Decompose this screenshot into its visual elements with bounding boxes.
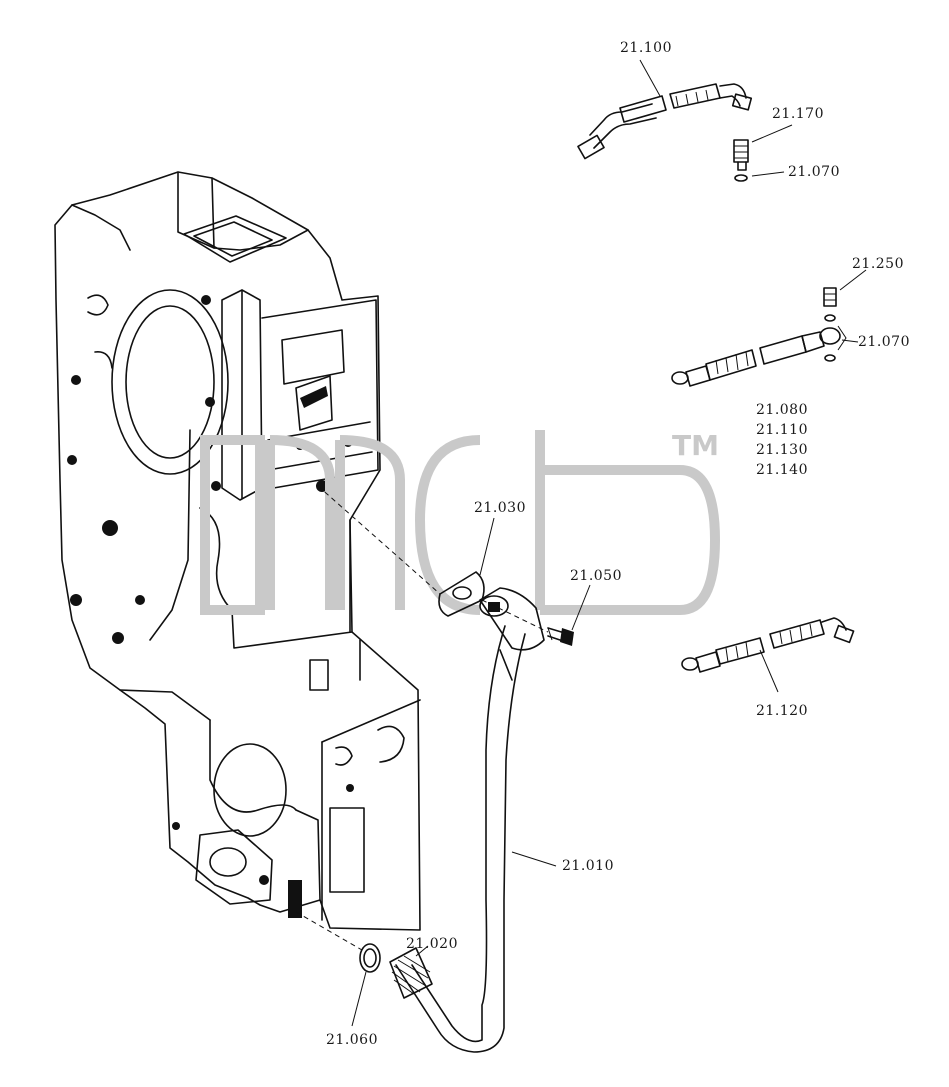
watermark-logo: TM: [200, 429, 721, 615]
callout-21-070-mid: 21.070: [858, 334, 910, 350]
callout-21-100: 21.100: [620, 40, 672, 56]
callout-21-050: 21.050: [570, 568, 622, 584]
fitting-21-250: [823, 287, 847, 362]
leader-lines: [351, 59, 867, 1027]
callout-21-170: 21.170: [772, 106, 824, 122]
watermark-tm: TM: [672, 429, 719, 462]
o-ring-21-060: [359, 943, 381, 973]
callout-labels: 21.100 21.170 21.070 21.250 21.070 21.08…: [326, 40, 910, 1048]
hose-21-100: [577, 83, 753, 160]
hose-21-120: [681, 617, 855, 673]
callout-21-070-top: 21.070: [788, 164, 840, 180]
bolt-21-050: [547, 627, 574, 646]
callout-21-120: 21.120: [756, 703, 808, 719]
transmission-housing: [54, 171, 421, 931]
strainer-21-020: [389, 947, 433, 999]
callout-21-250: 21.250: [852, 256, 904, 272]
oil-pipe-21-010: [395, 587, 545, 1053]
hose-21-080: [671, 327, 841, 387]
callout-21-060: 21.060: [326, 1032, 378, 1048]
callout-21-080: 21.080: [756, 402, 808, 418]
callout-21-030: 21.030: [474, 500, 526, 516]
callout-21-130: 21.130: [756, 442, 808, 458]
callout-21-110: 21.110: [756, 422, 808, 438]
callout-21-140: 21.140: [756, 462, 808, 478]
callout-21-020: 21.020: [406, 936, 458, 952]
fitting-21-170: [733, 139, 749, 182]
assembly-lines: [295, 485, 549, 951]
callout-21-010: 21.010: [562, 858, 614, 874]
